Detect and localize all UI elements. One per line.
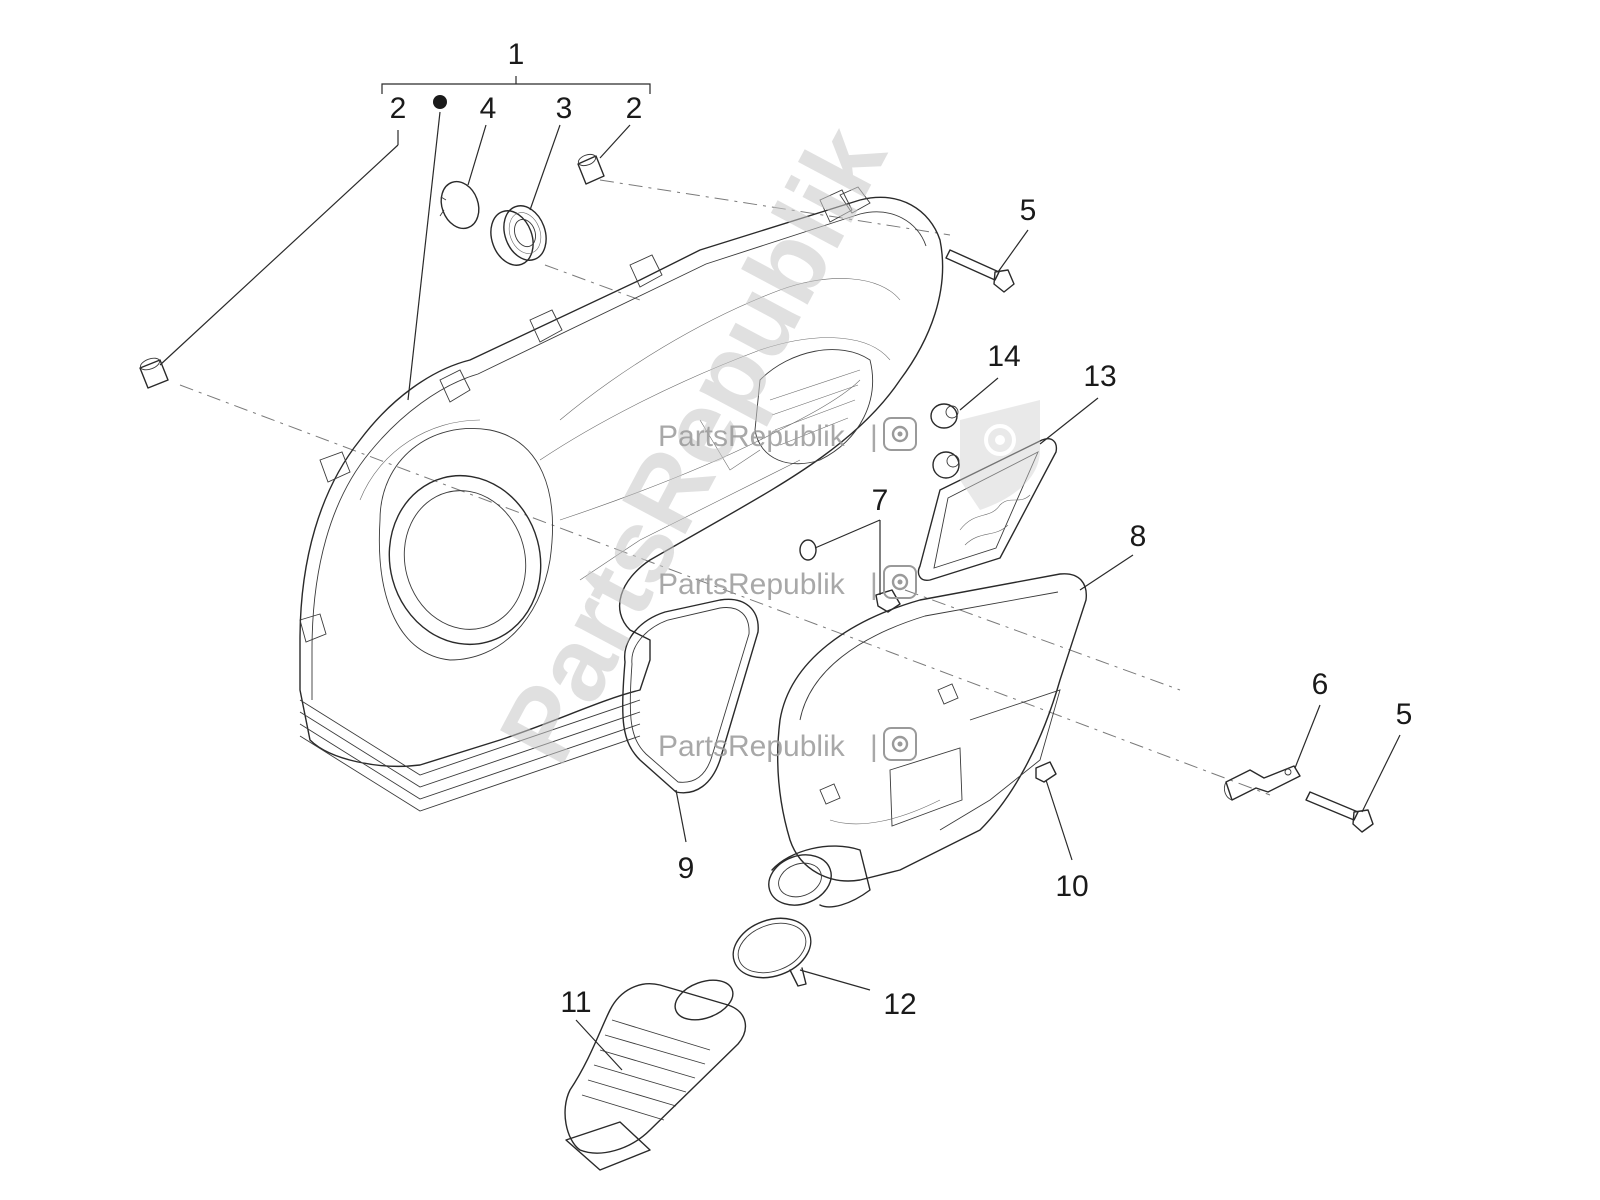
dowel-pin-left <box>139 357 169 389</box>
badge-plate <box>917 438 1058 581</box>
watermark-text: PartsRepublik <box>658 730 846 763</box>
callout-7: 7 <box>872 484 889 517</box>
callout-labels: 1 2 4 3 2 5 14 13 7 8 6 5 9 10 11 12 <box>390 38 1413 1021</box>
watermark-1: PartsRepublik | <box>658 417 917 453</box>
screw-7-upper <box>799 539 817 561</box>
gasket <box>621 598 759 794</box>
watermark-3: PartsRepublik | <box>658 727 917 763</box>
intake-bellows-hose <box>564 979 747 1171</box>
callout-4: 4 <box>480 92 497 125</box>
callout-3: 3 <box>556 92 573 125</box>
callout-6: 6 <box>1312 668 1329 701</box>
callout-2b: 2 <box>626 92 643 125</box>
watermark-group: PartsRepublik PartsRepublik | PartsRepub… <box>478 109 1040 781</box>
grommet-upper <box>930 403 959 429</box>
callout-5b: 5 <box>1396 698 1413 731</box>
outer-air-cover <box>768 573 1087 908</box>
dowel-pin-right <box>577 153 605 185</box>
bearing <box>490 205 547 266</box>
watermark-separator: | <box>870 420 878 453</box>
hose-clamp <box>732 917 812 987</box>
watermark-text: PartsRepublik <box>658 568 846 601</box>
gear-icon <box>883 727 917 761</box>
callout-14: 14 <box>987 340 1020 373</box>
screw-10 <box>1035 761 1057 783</box>
gear-icon <box>883 565 917 599</box>
assembly-axis-lines <box>179 179 1271 796</box>
crankcase-cover <box>299 186 944 812</box>
leader-lines <box>159 76 1401 1071</box>
callout-11: 11 <box>560 986 591 1019</box>
watermark-text: PartsRepublik <box>658 420 846 453</box>
gear-icon <box>883 417 917 451</box>
grommet-lower <box>932 451 960 479</box>
callout-12: 12 <box>883 988 916 1021</box>
watermark-separator: | <box>870 730 878 763</box>
callout-8: 8 <box>1130 520 1147 553</box>
gear-icon <box>984 424 1016 456</box>
callout-13: 13 <box>1083 360 1116 393</box>
callout-10: 10 <box>1055 870 1088 903</box>
watermark-shield <box>960 400 1040 510</box>
watermark-separator: | <box>870 568 878 601</box>
callout-5a: 5 <box>1020 194 1037 227</box>
bolt-lower <box>1305 791 1374 833</box>
filled-dot-icon <box>433 95 447 109</box>
circlip <box>439 180 480 230</box>
clip-bracket <box>1223 765 1301 801</box>
watermark-2: PartsRepublik | <box>658 565 917 601</box>
callout-1: 1 <box>508 38 525 71</box>
callout-2a: 2 <box>390 92 407 125</box>
bolt-upper <box>945 249 1015 293</box>
callout-9: 9 <box>678 852 695 885</box>
